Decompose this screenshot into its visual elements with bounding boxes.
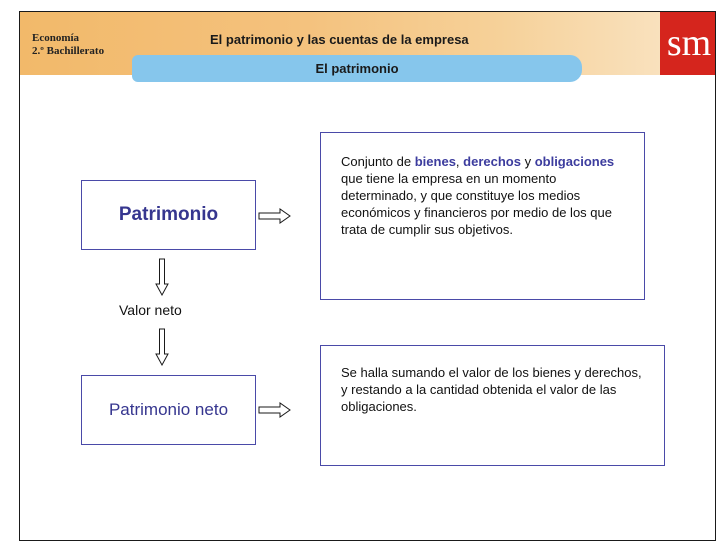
keyword-derechos: derechos [463, 154, 521, 169]
subject-line-1: Economía [32, 32, 80, 44]
definition-text-2: , [455, 154, 464, 169]
svg-text:sm: sm [666, 24, 710, 64]
patrimonio-neto-label: Patrimonio neto [108, 400, 229, 419]
subject-line-2: 2.º Bachillerato [32, 45, 105, 57]
keyword-bienes: bienes [414, 154, 456, 169]
right-arrow-icon [258, 208, 291, 224]
definition-text-1: Conjunto de [341, 154, 415, 169]
sm-logo-icon: sm [666, 24, 710, 64]
unit-title: El patrimonio y las cuentas de la empres… [210, 32, 469, 47]
right-arrow-icon [258, 402, 291, 418]
patrimonio-label: Patrimonio [118, 204, 219, 225]
down-arrow-icon [155, 328, 169, 366]
patrimonio-box: Patrimonio [81, 180, 256, 250]
valor-neto-label: Valor neto [119, 302, 182, 318]
patrimonio-neto-definition-box: Se halla sumando el valor de los bienes … [320, 345, 665, 466]
keyword-obligaciones: obligaciones [534, 154, 615, 169]
subject-label: Economía 2.º Bachillerato [32, 32, 104, 58]
sm-logo: sm [660, 12, 715, 75]
section-title: El patrimonio [132, 55, 582, 82]
neto-definition-text: Se halla sumando el valor de los bienes … [341, 365, 642, 414]
definition-text-3: y [520, 154, 535, 169]
slide: Economía 2.º Bachillerato El patrimonio … [19, 11, 716, 541]
patrimonio-definition-box: Conjunto de bienes, derechos y obligacio… [320, 132, 645, 300]
down-arrow-icon [155, 258, 169, 296]
patrimonio-neto-box: Patrimonio neto [81, 375, 256, 445]
definition-text-4: que tiene la empresa en un momento deter… [341, 171, 612, 237]
